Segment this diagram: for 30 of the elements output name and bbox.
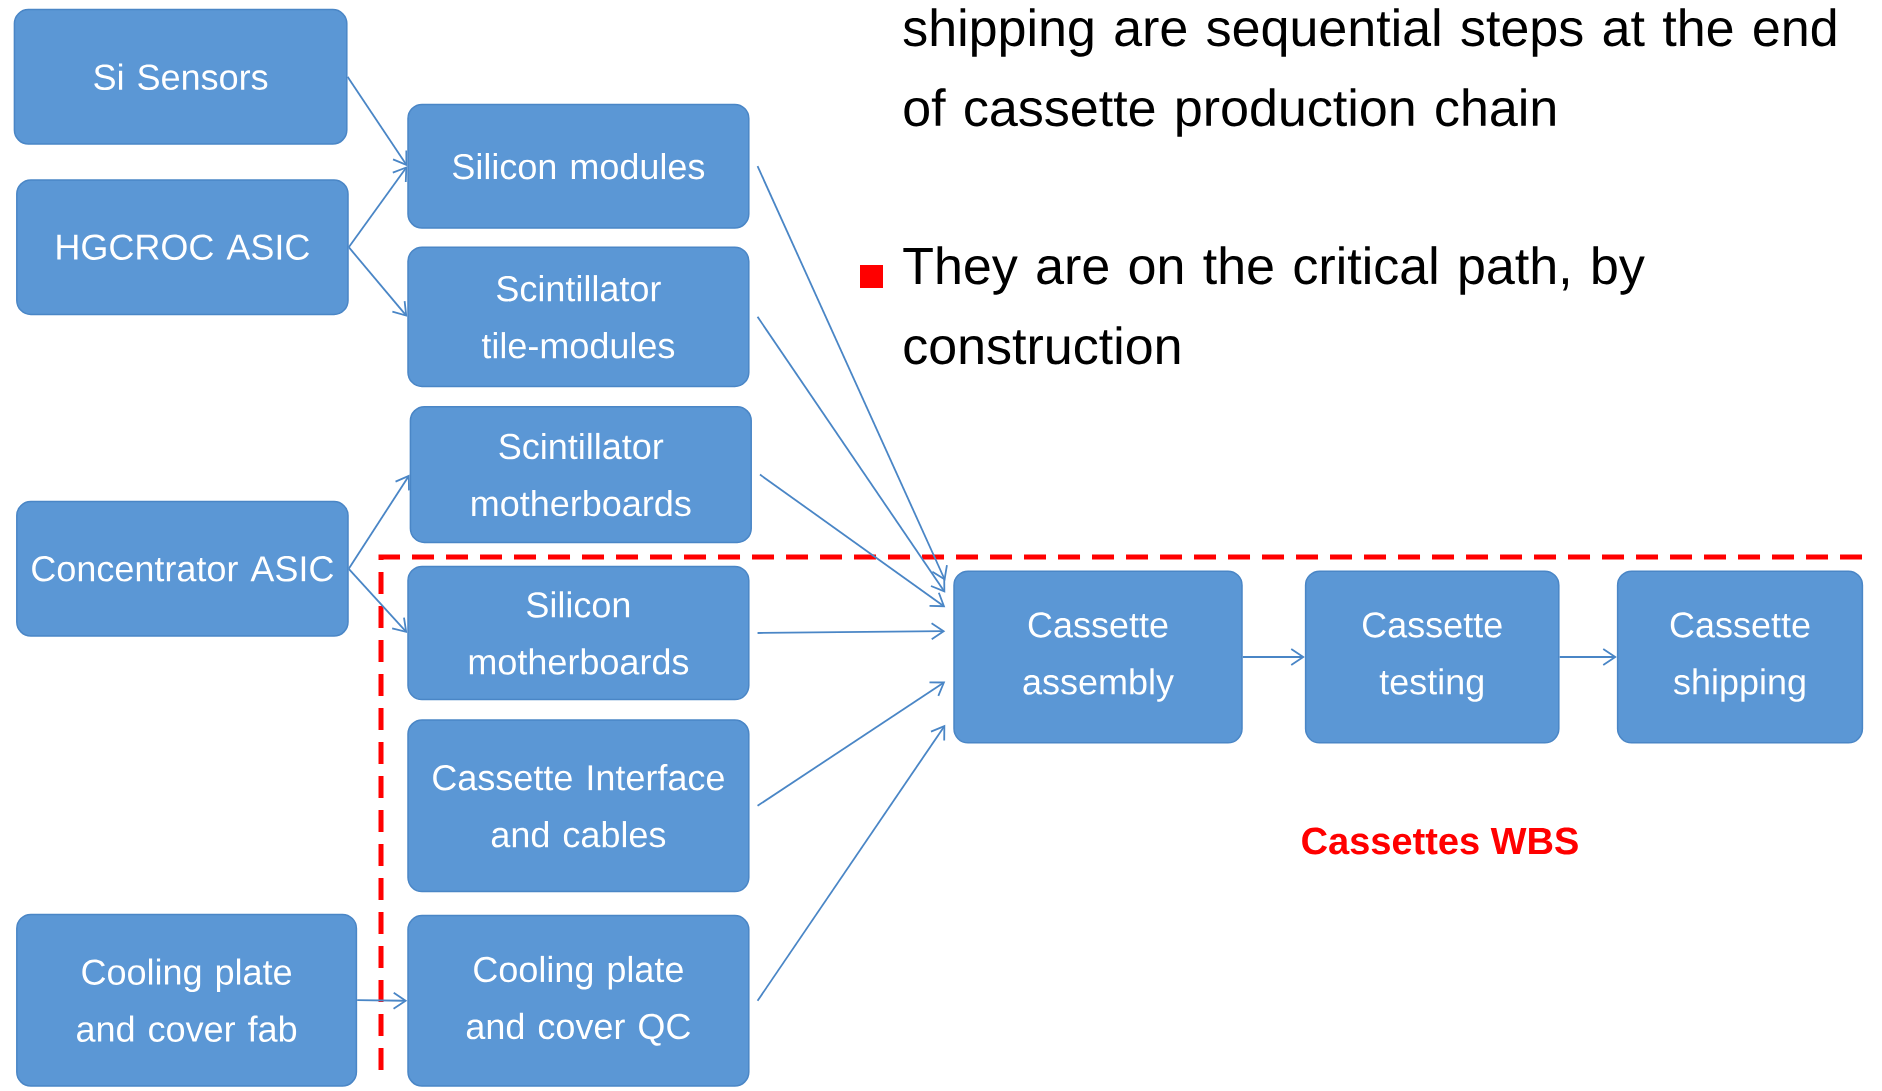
arrow <box>347 567 408 633</box>
process-box: Cassette testing <box>1304 570 1560 744</box>
arrow <box>347 166 408 249</box>
bullet-text: They are on the critical path, by construction <box>903 246 1645 365</box>
process-box: Silicon motherboards <box>407 565 750 701</box>
arrow <box>756 724 946 1002</box>
process-box: Si Sensors <box>13 8 348 145</box>
process-box: HGCROC ASIC <box>16 179 349 316</box>
process-box: Cassette shipping <box>1616 570 1864 744</box>
arrow <box>1558 648 1617 666</box>
process-box: Cooling plate and cover QC <box>407 914 750 1087</box>
arrow <box>759 473 946 608</box>
arrow <box>756 681 946 807</box>
process-box: Silicon modules <box>407 103 750 229</box>
arrow <box>347 246 408 317</box>
arrow <box>347 474 410 570</box>
arrow <box>756 315 946 593</box>
bullet-text: shipping are sequential steps at the end of cassette production chain <box>903 8 1836 137</box>
process-box: Cooling plate and cover fab <box>16 913 358 1087</box>
process-box: Concentrator ASIC <box>16 500 349 637</box>
arrow <box>346 75 408 167</box>
region-label: Cassettes WBS <box>1302 827 1578 855</box>
arrow <box>756 165 948 581</box>
arrow <box>756 622 946 641</box>
process-box: Scintillator motherboards <box>409 406 752 544</box>
arrow <box>1241 648 1305 666</box>
process-box: Cassette Interface and cables <box>407 719 750 893</box>
arrow <box>356 991 408 1010</box>
process-box: Scintillator tile-modules <box>407 246 750 388</box>
process-box: Cassette assembly <box>953 570 1243 744</box>
